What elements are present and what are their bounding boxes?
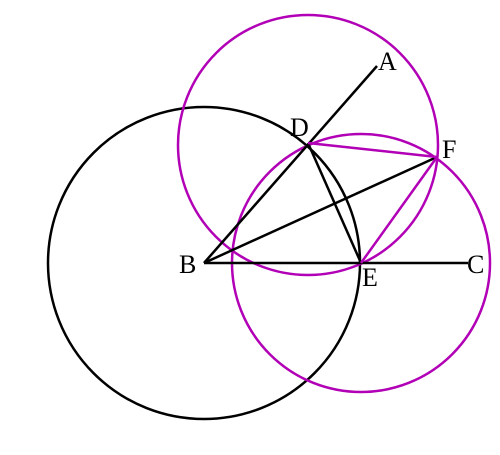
label-c: C bbox=[467, 250, 484, 279]
ray-ba bbox=[203, 65, 378, 264]
label-a: A bbox=[378, 47, 397, 76]
segment-de bbox=[306, 142, 363, 264]
label-f: F bbox=[442, 135, 456, 164]
circle-through-d-f bbox=[176, 13, 440, 277]
label-d: D bbox=[290, 113, 309, 142]
segment-ef bbox=[359, 156, 439, 264]
label-e: E bbox=[362, 263, 378, 292]
segment-df bbox=[307, 141, 438, 159]
label-b: B bbox=[179, 250, 196, 279]
segment-bf bbox=[203, 155, 438, 265]
